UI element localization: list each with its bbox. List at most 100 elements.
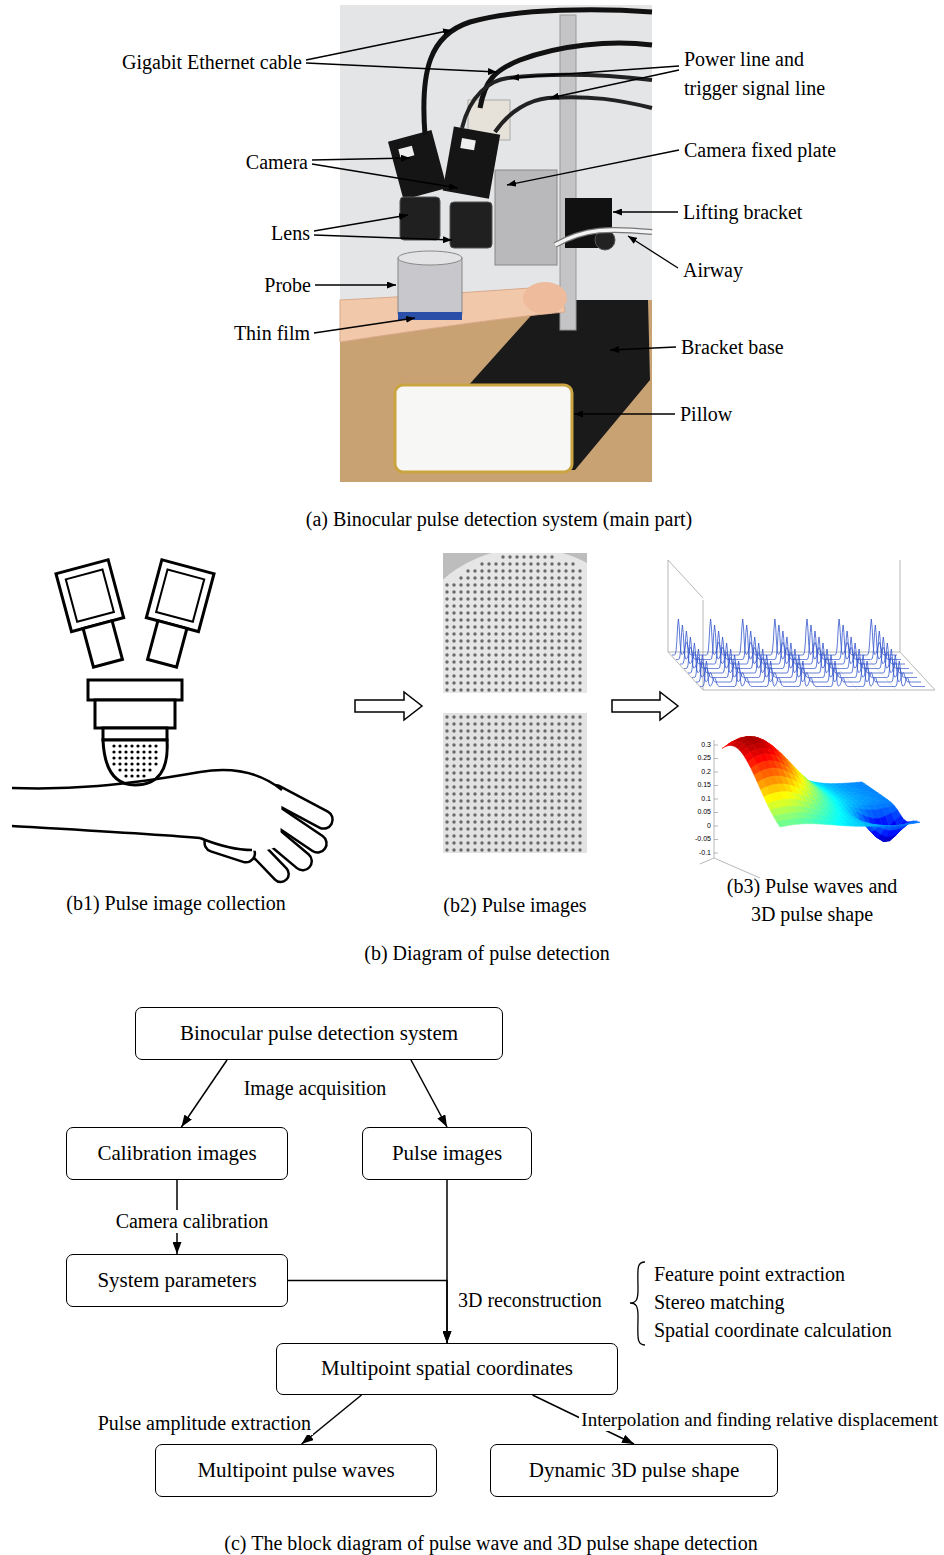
- part-label: Airway: [683, 258, 743, 282]
- marker-dot: [445, 778, 448, 781]
- marker-dot: [515, 611, 518, 614]
- marker-dot: [501, 813, 504, 816]
- marker-dot: [543, 681, 546, 684]
- marker-dot: [515, 688, 518, 691]
- marker-dot: [494, 576, 497, 579]
- marker-dot: [571, 715, 574, 718]
- marker-dot: [578, 625, 581, 628]
- marker-dot: [515, 604, 518, 607]
- dome-dot: [124, 774, 127, 777]
- marker-dot: [564, 757, 567, 760]
- marker-dot: [466, 813, 469, 816]
- dome-dot: [118, 756, 121, 759]
- dome-dot: [154, 744, 157, 747]
- marker-dot: [487, 653, 490, 656]
- marker-dot: [452, 583, 455, 586]
- marker-dot: [571, 625, 574, 628]
- marker-dot: [501, 667, 504, 670]
- marker-dot: [522, 841, 525, 844]
- dome-dot: [136, 750, 139, 753]
- marker-dot: [466, 806, 469, 809]
- marker-dot: [501, 757, 504, 760]
- marker-dot: [536, 820, 539, 823]
- marker-dot: [459, 590, 462, 593]
- marker-dot: [508, 667, 511, 670]
- wall: [340, 5, 652, 305]
- marker-dot: [480, 597, 483, 600]
- marker-dot: [515, 653, 518, 656]
- figure-caption: (b) Diagram of pulse detection: [364, 941, 609, 965]
- pulse-wave: [696, 655, 921, 682]
- marker-dot: [487, 625, 490, 628]
- marker-dot: [466, 792, 469, 795]
- marker-dot: [459, 827, 462, 830]
- marker-dot: [466, 688, 469, 691]
- marker-dot: [508, 848, 511, 851]
- marker-dot: [508, 583, 511, 586]
- marker-dot: [480, 667, 483, 670]
- dome-dot: [124, 744, 127, 747]
- marker-dot: [501, 618, 504, 621]
- marker-dot: [445, 611, 448, 614]
- marker-dot: [529, 799, 532, 802]
- marker-dot: [466, 834, 469, 837]
- marker-dot: [459, 715, 462, 718]
- marker-dot: [459, 757, 462, 760]
- marker-dot: [543, 583, 546, 586]
- marker-dot: [473, 618, 476, 621]
- marker-dot: [571, 667, 574, 670]
- marker-dot: [522, 597, 525, 600]
- dome-dots: [112, 744, 157, 777]
- marker-dot: [487, 646, 490, 649]
- marker-dot: [459, 799, 462, 802]
- marker-dot: [459, 660, 462, 663]
- marker-dot: [515, 715, 518, 718]
- marker-dot: [536, 667, 539, 670]
- marker-dot: [487, 792, 490, 795]
- marker-dot: [578, 729, 581, 732]
- marker-dot: [515, 618, 518, 621]
- marker-dot: [466, 632, 469, 635]
- marker-dot: [522, 764, 525, 767]
- marker-dot: [466, 569, 469, 572]
- marker-dot: [564, 715, 567, 718]
- marker-dot: [473, 729, 476, 732]
- marker-dot: [550, 646, 553, 649]
- marker-dot: [445, 841, 448, 844]
- marker-dot: [459, 722, 462, 725]
- marker-dot: [571, 562, 574, 565]
- marker-dot: [529, 653, 532, 656]
- marker-dot: [480, 764, 483, 767]
- marker-dot: [480, 618, 483, 621]
- marker-dot: [494, 757, 497, 760]
- marker-dot: [473, 799, 476, 802]
- marker-dot: [550, 562, 553, 565]
- marker-dot: [543, 792, 546, 795]
- marker-dot: [480, 562, 483, 565]
- marker-dot: [522, 729, 525, 732]
- marker-dot: [445, 590, 448, 593]
- marker-dot: [459, 778, 462, 781]
- marker-dot: [529, 646, 532, 649]
- marker-dot: [578, 834, 581, 837]
- marker-dot: [571, 646, 574, 649]
- marker-dot: [529, 625, 532, 628]
- leader-line: [628, 236, 678, 268]
- marker-dot: [515, 841, 518, 844]
- marker-dot: [480, 778, 483, 781]
- marker-dot: [487, 660, 490, 663]
- marker-dot: [494, 806, 497, 809]
- part-label: Thin film: [234, 321, 310, 345]
- marker-dot: [459, 653, 462, 656]
- marker-dot: [452, 611, 455, 614]
- marker-dot: [445, 583, 448, 586]
- marker-dot: [480, 604, 483, 607]
- marker-dot: [494, 848, 497, 851]
- marker-dot: [578, 667, 581, 670]
- marker-dot: [508, 674, 511, 677]
- marker-dot: [578, 597, 581, 600]
- dome-dot: [130, 762, 133, 765]
- marker-dot: [459, 750, 462, 753]
- marker-dot: [487, 583, 490, 586]
